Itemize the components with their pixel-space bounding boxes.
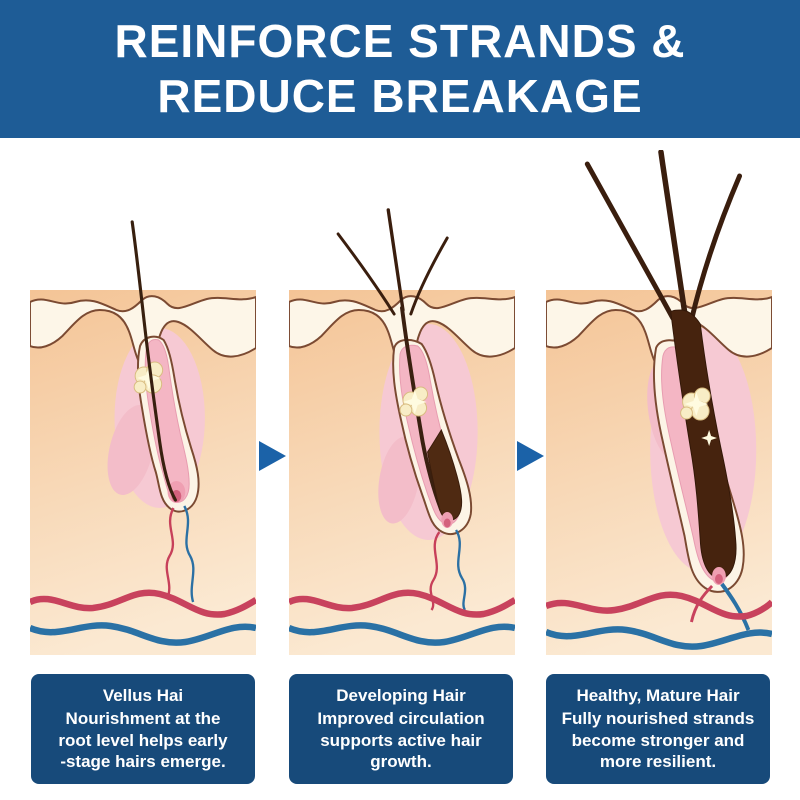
stage-1-description: Nourishment at the root level helps earl… bbox=[58, 709, 228, 772]
arrow-right-icon bbox=[259, 441, 286, 471]
hair-strand-2 bbox=[386, 208, 405, 312]
header-title-line1: REINFORCE STRANDS & bbox=[114, 15, 686, 67]
dermal-papilla-core bbox=[715, 574, 723, 584]
header-title-line2: REDUCE BREAKAGE bbox=[157, 70, 643, 122]
sebaceous-gland-lobe bbox=[399, 403, 413, 417]
sebaceous-gland-lobe bbox=[680, 406, 693, 420]
gland-sparkle-icon bbox=[137, 366, 161, 390]
epidermis-layer bbox=[30, 295, 256, 370]
dermis-pink-wing bbox=[107, 405, 155, 495]
blood-vessel-red bbox=[289, 589, 515, 618]
capillary-blue bbox=[720, 582, 751, 631]
blood-vessel-blue bbox=[30, 622, 256, 646]
gland-sparkle-icon bbox=[402, 390, 427, 414]
blood-vessel-blue bbox=[546, 626, 772, 650]
hair-bulb bbox=[427, 428, 463, 521]
capillary-red bbox=[165, 507, 175, 599]
vellus-hair-shaft bbox=[130, 220, 177, 502]
gland-sparkle-icon bbox=[701, 430, 717, 446]
gland-sparkle-icon bbox=[684, 392, 709, 416]
hair-strand-1 bbox=[336, 232, 396, 316]
stage-1-title: Vellus Hai bbox=[102, 686, 184, 705]
capillary-blue bbox=[183, 505, 195, 603]
hair-bulb bbox=[670, 309, 737, 579]
blood-vessel-red bbox=[30, 589, 256, 618]
stage-1-caption: Vellus Hai Nourishment at the root level… bbox=[31, 674, 255, 784]
stage-2-description: Improved circulation supports active hai… bbox=[317, 709, 485, 772]
capillary-blue bbox=[454, 529, 467, 611]
stage-3-caption: Healthy, Mature Hair Fully nourished str… bbox=[546, 674, 770, 784]
dermal-papilla-core bbox=[443, 518, 451, 528]
hair-strand-3 bbox=[688, 173, 743, 323]
hair-follicle-illustration-mature bbox=[546, 150, 772, 655]
stage-2-caption: Developing Hair Improved circulation sup… bbox=[289, 674, 513, 784]
dermis-pink-wing bbox=[378, 436, 420, 524]
stage-3-title: Healthy, Mature Hair bbox=[576, 686, 740, 705]
stage-3-description: Fully nourished strands become stronger … bbox=[561, 709, 755, 772]
hair-strand-2 bbox=[658, 150, 689, 321]
hair-strand-1 bbox=[584, 161, 676, 321]
hair-strand-3 bbox=[409, 236, 449, 316]
sebaceous-gland-lobe bbox=[133, 380, 147, 394]
stage-2-title: Developing Hair bbox=[336, 686, 466, 705]
blood-vessel-red bbox=[546, 591, 772, 620]
hair-shaft bbox=[400, 306, 444, 512]
epidermis-layer bbox=[546, 295, 772, 370]
hair-follicle-illustration-developing bbox=[289, 208, 515, 655]
header-banner: REINFORCE STRANDS & REDUCE BREAKAGE bbox=[0, 0, 800, 138]
hair-follicle-illustration-vellus bbox=[30, 220, 256, 655]
arrow-right-icon bbox=[517, 441, 544, 471]
blood-vessel-blue bbox=[289, 622, 515, 646]
